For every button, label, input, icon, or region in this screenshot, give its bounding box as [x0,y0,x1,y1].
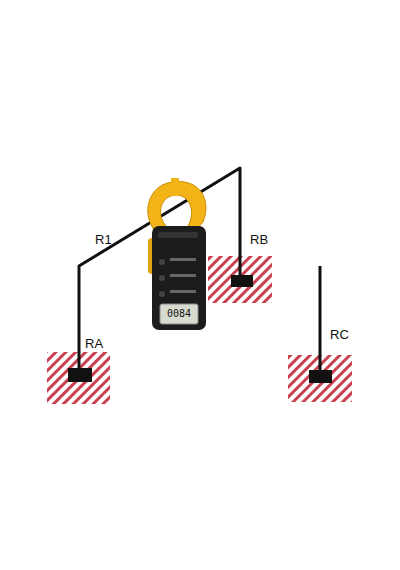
electrode-label: RB [250,233,268,246]
electrode [309,370,332,383]
electrode-label: RA [85,337,103,350]
resistance-label: R1 [95,233,112,246]
electrode [68,368,92,382]
electrode-label: RC [330,328,349,341]
clamp-meter [148,178,206,330]
rod [319,266,322,372]
electrode [231,275,253,287]
meter-reading: 0084 [167,309,191,319]
wire [79,168,240,372]
